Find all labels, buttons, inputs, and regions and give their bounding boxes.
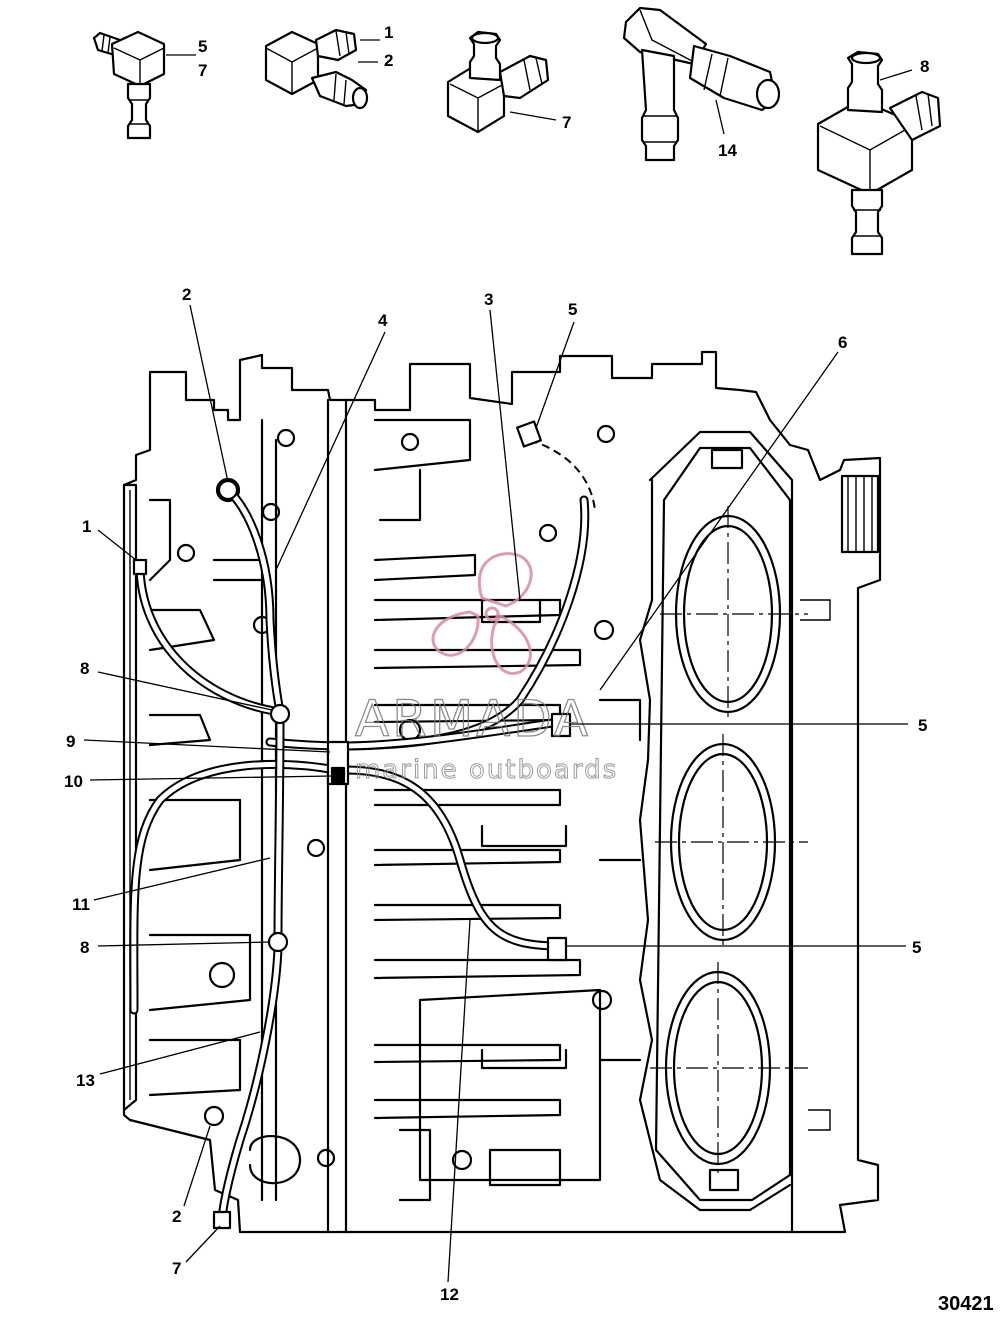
callout-fitting-a-2: 7 [198,61,207,80]
cylinder-bore-1 [660,506,808,722]
callout-8-lower: 8 [80,938,89,957]
leader-fitting-d [715,99,725,135]
block-fittings [132,420,572,1230]
fitting-tee-b [264,28,369,110]
callout-13: 13 [76,1071,95,1090]
callout-7: 7 [172,1259,181,1278]
callout-11: 11 [72,895,90,914]
leader-fitting-e [879,69,913,81]
leader-lines [83,304,908,1283]
leader-fitting-c [509,111,557,121]
watermark-tagline: marine outboards [355,755,618,785]
callout-fitting-b-1: 1 [384,23,393,42]
callout-6: 6 [838,333,847,352]
callout-3: 3 [484,290,493,309]
watermark: ARMADA marine outboards [354,552,618,786]
leader-fitting-b [358,39,380,63]
hose-runs [129,439,596,1227]
fitting-elbow-c [446,30,550,134]
callout-10: 10 [64,772,83,791]
callout-fitting-c: 7 [562,113,571,132]
callout-5-lower: 5 [912,938,921,957]
callout-fitting-b-2: 2 [384,51,393,70]
callout-4: 4 [378,311,388,330]
cylinder-deck-gasket [654,446,792,1202]
callout-fitting-d: 14 [718,141,737,160]
callout-5-top: 5 [568,300,577,319]
callout-9: 9 [66,732,75,751]
callout-fitting-e: 8 [920,57,929,76]
callout-5-mid: 5 [918,716,927,735]
callout-12: 12 [440,1285,459,1304]
callout-8-upper: 8 [80,659,89,678]
fitting-tee-e [816,50,942,256]
callout-1: 1 [82,517,91,536]
fitting-elbow-d [622,6,781,162]
cylinder-bore-3 [650,962,808,1176]
callout-labels: 5 7 1 2 7 14 8 2 4 3 5 6 1 8 5 9 10 11 8… [64,23,929,1304]
cylinder-bore-2 [655,734,808,950]
fitting-elbow-a [92,30,166,140]
figure-number: 30421 [938,1293,994,1315]
callout-2-bottom: 2 [172,1207,181,1226]
callout-fitting-a-1: 5 [198,37,207,56]
callout-2-top: 2 [182,285,191,304]
watermark-brand: ARMADA [355,690,591,748]
